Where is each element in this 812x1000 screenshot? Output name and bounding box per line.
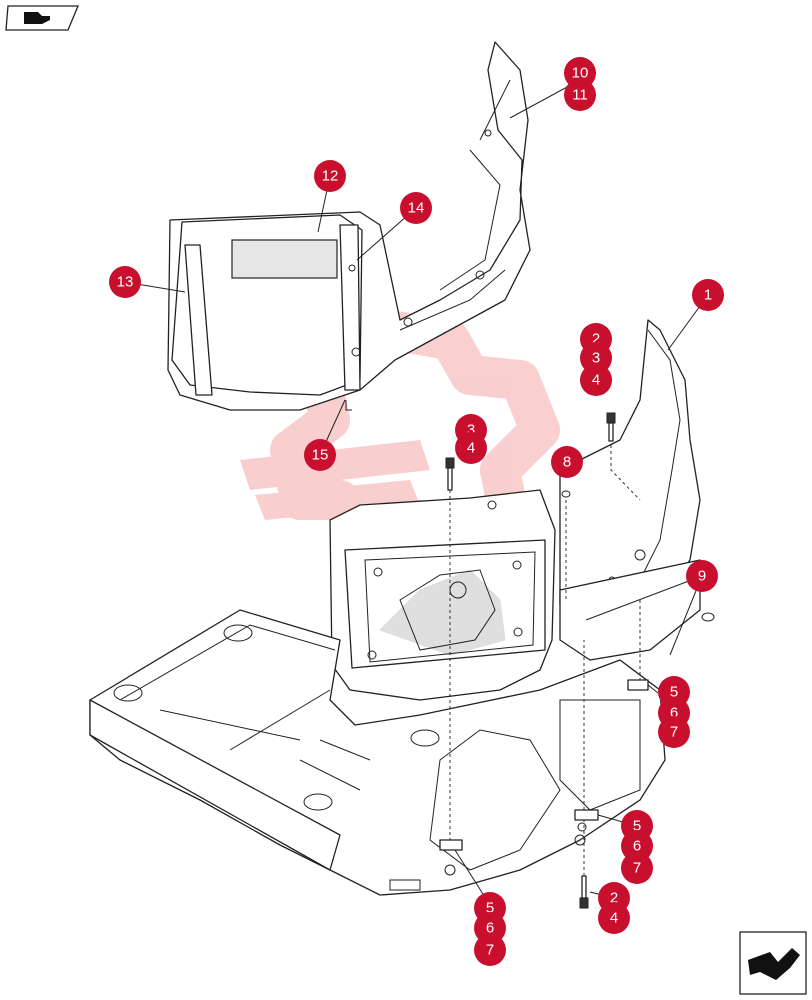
callout-7: 7 <box>621 852 653 884</box>
fasteners <box>439 412 715 909</box>
callout-10: 10 <box>564 57 596 89</box>
washer-8 <box>561 490 571 498</box>
callout-7: 7 <box>474 934 506 966</box>
callout-4: 4 <box>580 364 612 396</box>
window-frame <box>171 214 363 411</box>
callout-1: 1 <box>692 279 724 311</box>
bolt-right-bottom <box>579 875 589 909</box>
svg-text:5: 5 <box>633 818 641 835</box>
svg-text:14: 14 <box>408 200 425 217</box>
callout-4: 4 <box>598 902 630 934</box>
svg-text:4: 4 <box>467 440 475 457</box>
svg-text:11: 11 <box>572 87 588 104</box>
callouts: 1 2 3 4 3 4 5 6 7 5 6 7 2 4 5 6 7 8 9 10… <box>109 57 724 966</box>
callout-9: 9 <box>686 560 718 592</box>
svg-text:15: 15 <box>312 447 329 464</box>
svg-text:3: 3 <box>592 350 600 367</box>
bolt-right-top <box>606 412 616 442</box>
callout-8: 8 <box>551 446 583 478</box>
svg-text:2: 2 <box>592 331 600 348</box>
svg-text:6: 6 <box>486 920 494 937</box>
base-frame <box>89 609 666 896</box>
seal-strip-13 <box>184 244 213 396</box>
callout-6: 6 <box>474 912 506 944</box>
counterweight-housing <box>329 489 556 701</box>
svg-text:5: 5 <box>670 684 678 701</box>
svg-text:7: 7 <box>670 724 678 741</box>
svg-text:6: 6 <box>633 838 641 855</box>
svg-text:4: 4 <box>610 910 618 927</box>
svg-text:7: 7 <box>486 942 494 959</box>
bolt-left <box>445 457 455 491</box>
svg-text:9: 9 <box>698 568 706 585</box>
svg-text:7: 7 <box>633 860 641 877</box>
rear-cover-part-1 <box>559 319 701 661</box>
callout-13: 13 <box>109 266 141 298</box>
svg-text:12: 12 <box>322 168 339 185</box>
callout-4: 4 <box>455 432 487 464</box>
window-glass-12 <box>231 239 338 279</box>
svg-text:13: 13 <box>117 274 134 291</box>
svg-text:4: 4 <box>592 372 600 389</box>
svg-text:8: 8 <box>563 454 571 471</box>
callout-6: 6 <box>621 830 653 862</box>
callout-7: 7 <box>658 716 690 748</box>
plug-9 <box>701 612 715 622</box>
callout-15: 15 <box>304 439 336 471</box>
turn-page-icon[interactable] <box>739 931 807 995</box>
callout-14: 14 <box>400 192 432 224</box>
svg-text:10: 10 <box>572 65 589 82</box>
svg-text:2: 2 <box>610 890 618 907</box>
back-arrow-icon[interactable] <box>5 5 79 31</box>
callout-12: 12 <box>314 160 346 192</box>
svg-text:1: 1 <box>704 287 712 304</box>
svg-text:6: 6 <box>670 705 678 722</box>
svg-text:5: 5 <box>486 900 494 917</box>
callout-11: 11 <box>564 79 596 111</box>
callout-3: 3 <box>580 342 612 374</box>
svg-text:3: 3 <box>467 422 475 439</box>
